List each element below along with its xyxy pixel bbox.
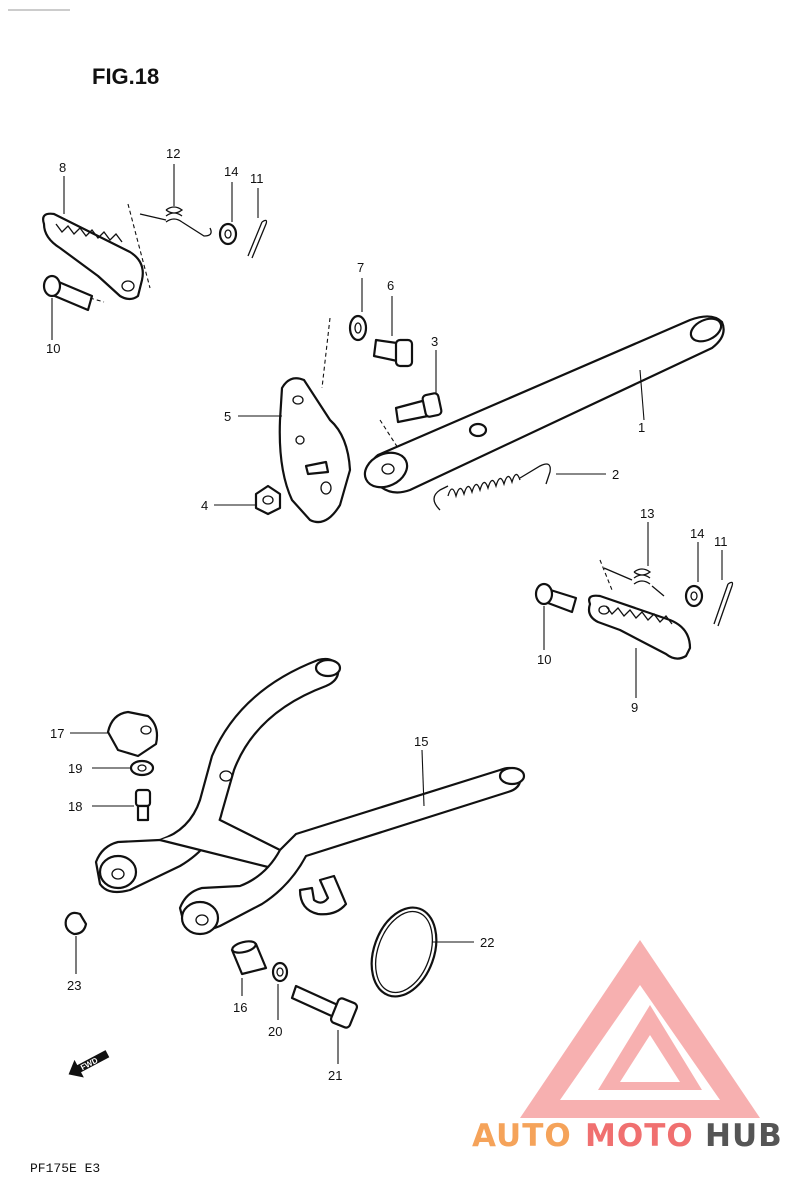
part-11-cotter-left: [247, 219, 268, 259]
callout-23: 23: [67, 978, 81, 993]
callout-14-right: 14: [690, 526, 704, 541]
watermark-text-hub: HUB: [705, 1118, 783, 1154]
leader-15: [421, 749, 425, 807]
part-14-washer-left: [218, 222, 238, 246]
callout-9: 9: [631, 700, 638, 715]
callout-18: 20: [268, 1024, 282, 1039]
callout-19: 21: [328, 1068, 342, 1083]
callout-10-left: 10: [46, 341, 60, 356]
part-5-bracket: [278, 377, 352, 524]
fwd-arrow-icon: FWD: [68, 1050, 110, 1078]
callout-21: 18: [68, 799, 82, 814]
part-3-bolt: [394, 392, 443, 424]
part-4-nut: [254, 484, 282, 516]
callout-2: 2: [612, 467, 619, 482]
part-9-footrest-right: [587, 594, 692, 660]
callout-4: 4: [201, 498, 208, 513]
callout-16: 16: [233, 1000, 247, 1015]
part-20-bracket: [106, 710, 159, 758]
callout-6: 6: [387, 278, 394, 293]
part-12-spring: [139, 206, 212, 237]
callout-12: 12: [166, 146, 180, 161]
part-1-side-stand: [363, 315, 725, 494]
part-23-cap: [64, 911, 88, 936]
figure-title: FIG.18: [92, 64, 159, 89]
callout-15: 15: [414, 734, 428, 749]
callout-22: 19: [68, 761, 82, 776]
part-10-pin-left: [42, 274, 94, 312]
part-15-center-stand: [94, 657, 526, 936]
callout-14-left: 14: [224, 164, 238, 179]
callout-10-right: 10: [537, 652, 551, 667]
part-17-ring: [370, 906, 438, 998]
callout-8: 8: [59, 160, 66, 175]
part-14-washer-right: [684, 584, 704, 608]
callout-5: 5: [224, 409, 231, 424]
part-6-bolt: [372, 338, 414, 368]
watermark-text-auto: AUTO: [472, 1118, 572, 1154]
callout-17: 22: [480, 935, 494, 950]
part-11-cotter-right: [713, 581, 734, 627]
leader-1: [639, 369, 645, 421]
part-16-spacer: [230, 940, 268, 976]
part-7-washer: [348, 314, 368, 342]
callout-11-left: 11: [250, 171, 264, 186]
part-2-spring: [433, 463, 551, 511]
callout-7: 7: [357, 260, 364, 275]
part-8-footrest-left: [42, 212, 144, 301]
part-22-washer: [129, 759, 155, 777]
callout-11-right: 11: [714, 534, 728, 549]
drawing-code: PF175E E3: [30, 1161, 100, 1176]
part-18-washer: [271, 961, 289, 983]
callout-13: 13: [640, 506, 654, 521]
part-10-pin-right: [534, 582, 578, 614]
part-21-bolt: [134, 788, 152, 822]
part-13-spring: [603, 567, 665, 597]
callout-3: 3: [431, 334, 438, 349]
watermark-text-moto: MOTO: [585, 1118, 694, 1154]
watermark-logo: AUTO MOTO HUB: [472, 940, 783, 1154]
callout-1: 1: [638, 420, 645, 435]
callout-20: 17: [50, 726, 64, 741]
part-19-bolt: [290, 984, 359, 1029]
